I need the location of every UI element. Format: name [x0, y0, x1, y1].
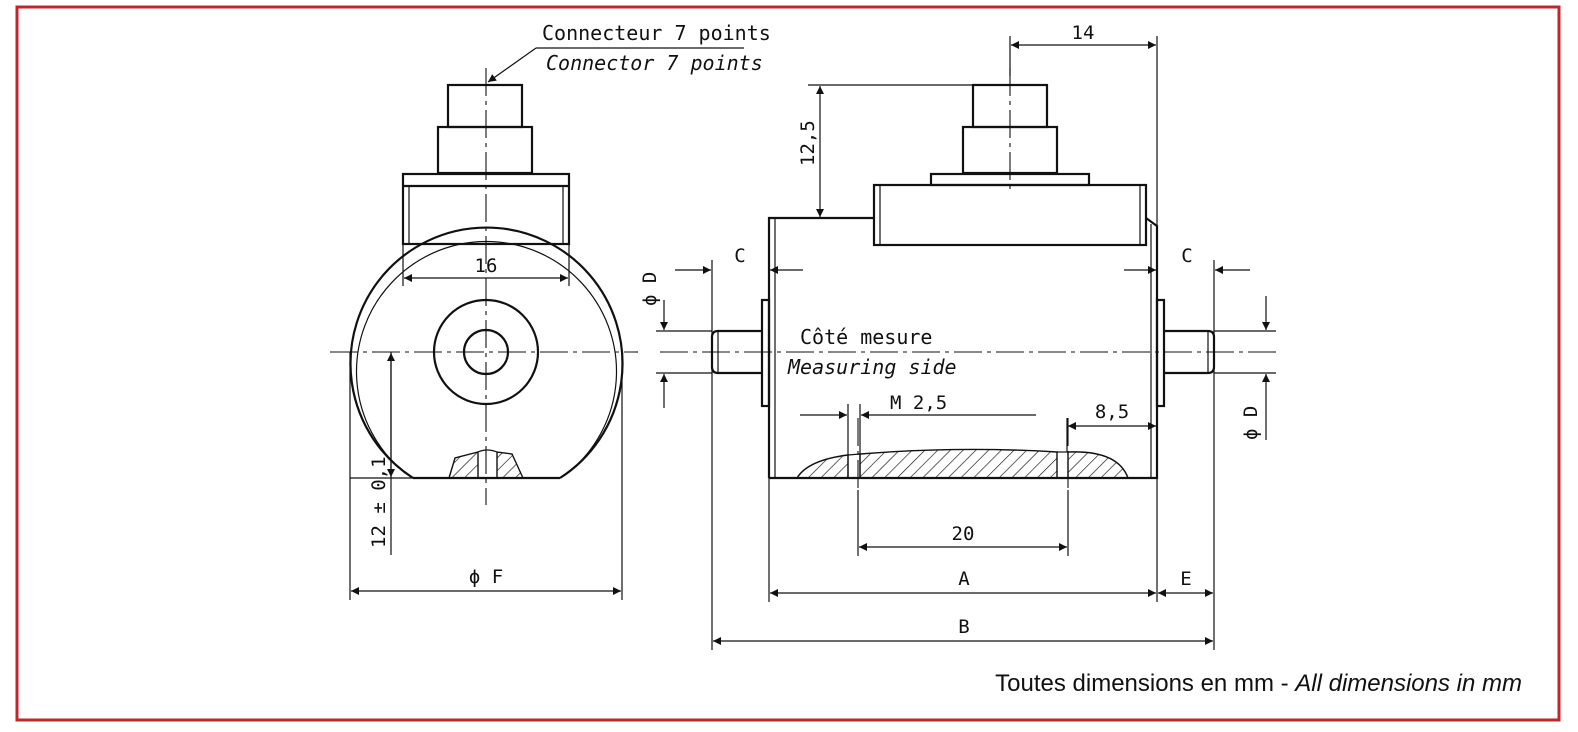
left-flange: [760, 298, 771, 408]
dim-body-diameter: ϕ F: [469, 566, 503, 588]
dim-shaft-length-right: C: [1181, 245, 1192, 267]
connector-base: [436, 125, 534, 175]
dim-body-length: A: [958, 568, 970, 590]
connector-label-fr: Connecteur 7 points: [542, 21, 771, 45]
right-flange: [1155, 298, 1166, 408]
connector-label-en: Connector 7 points: [546, 51, 763, 75]
dimensions-note-en: All dimensions in mm: [1293, 670, 1522, 697]
dim-shaft-diameter-left: ϕ D: [639, 272, 661, 306]
dim-connector-width: 16: [475, 255, 498, 277]
dimensions-note: Toutes dimensions en mm - All dimensions…: [995, 670, 1522, 697]
dim-thread-offset: 8,5: [1095, 401, 1129, 423]
dim-shaft-extension: E: [1180, 568, 1191, 590]
side-connector-housing: [872, 183, 1148, 247]
side-base-hatch: [795, 454, 849, 479]
end-view: Connecteur 7 points Connector 7 points 1…: [330, 21, 771, 600]
dim-base-height: 12 ± 0,1: [368, 456, 390, 548]
dim-shaft-diameter-right: ϕ D: [1240, 406, 1262, 440]
dim-connector-offset: 14: [1072, 22, 1095, 44]
drawing-border: [15, 5, 1561, 722]
measuring-side-fr: Côté mesure: [800, 325, 932, 349]
connector-top: [446, 83, 524, 129]
side-view: 14 12,5 C C ϕ D ϕ D Côté mesure Measurin…: [639, 22, 1278, 650]
dim-thread: M 2,5: [890, 392, 947, 414]
dim-connector-height: 12,5: [797, 120, 819, 166]
dim-overall-length: B: [958, 616, 969, 638]
measuring-side-en: Measuring side: [787, 355, 957, 379]
base-section-hatch: [448, 451, 479, 479]
dimensions-note-fr: Toutes dimensions en mm -: [995, 670, 1295, 697]
dim-shaft-length-left: C: [734, 245, 745, 267]
dim-hole-spacing: 20: [952, 523, 975, 545]
